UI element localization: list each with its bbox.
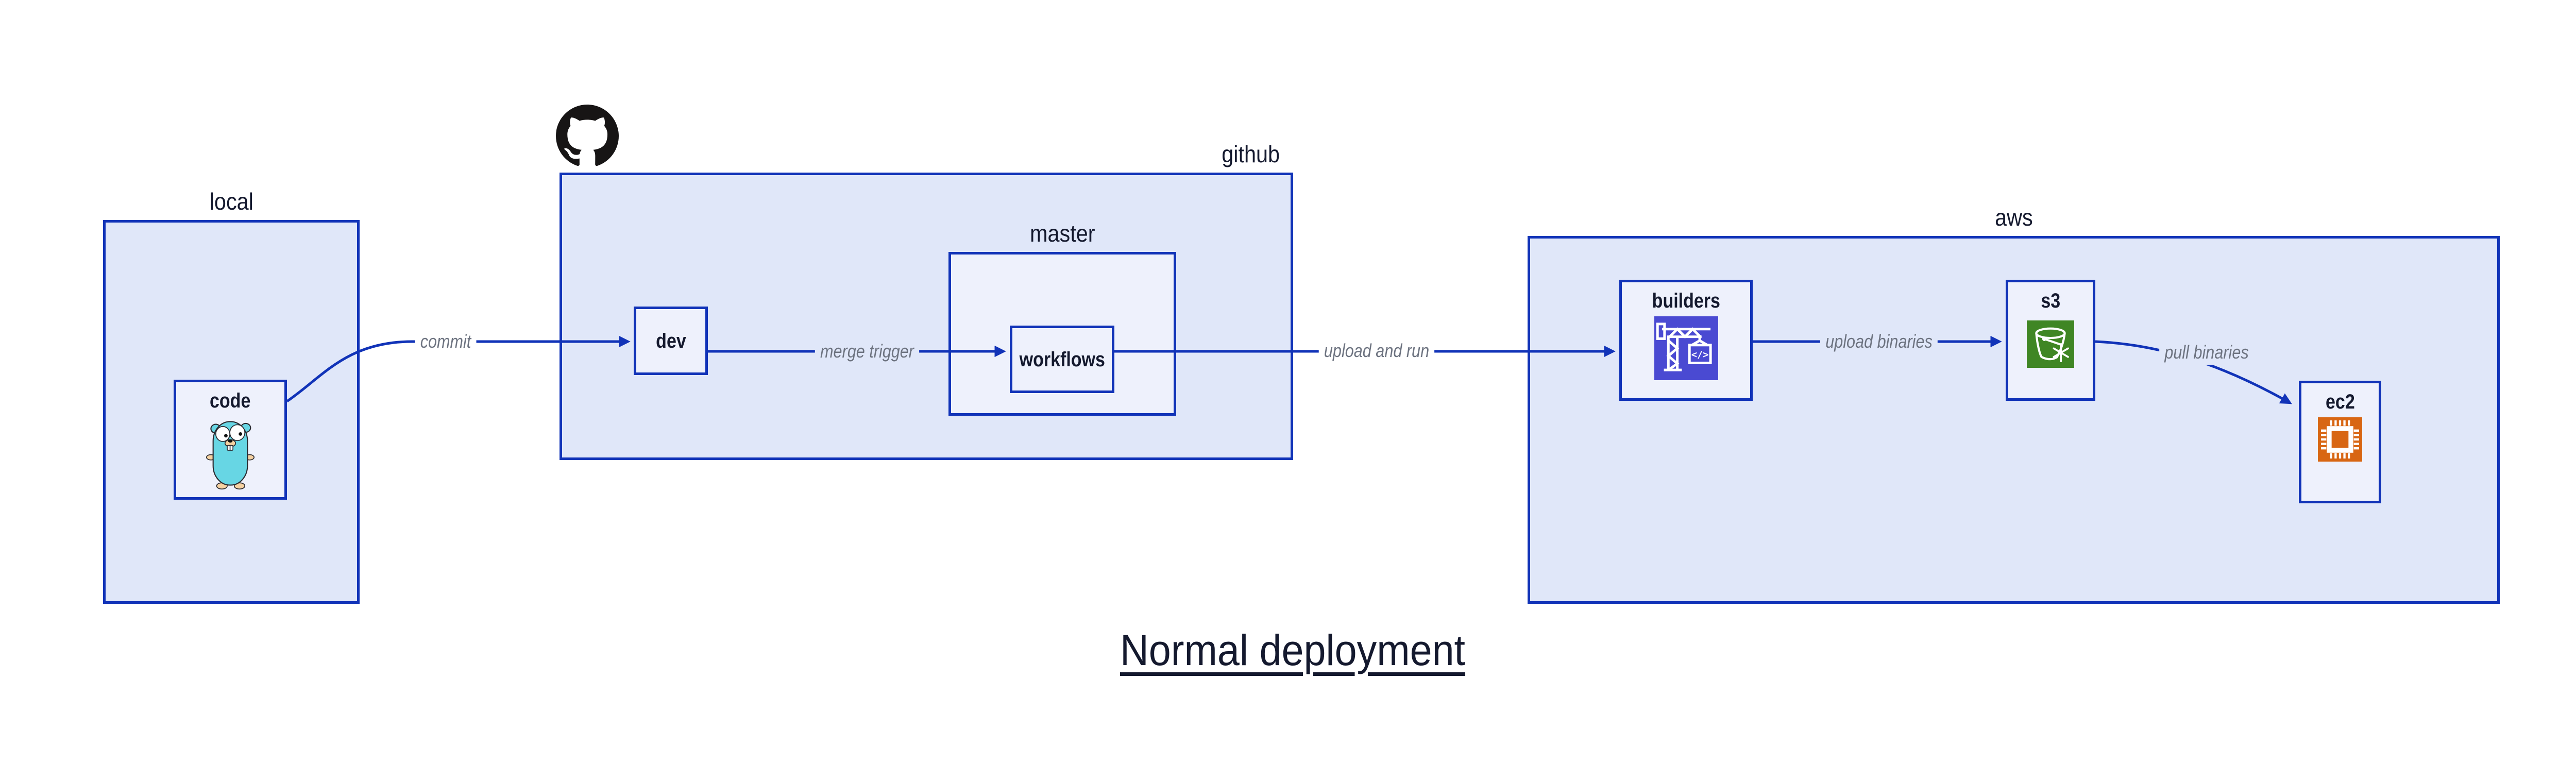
upload-binaries-label-text: upload binaries	[1820, 329, 1938, 354]
codebuild-crane-svg: </>	[1656, 322, 1712, 371]
ec2-chip-svg	[2321, 420, 2359, 459]
gopher-nose	[228, 439, 233, 443]
pull-binaries-label-text: pull binaries	[2159, 340, 2254, 365]
bucket-handle	[2044, 337, 2061, 346]
node-label-builders: builders	[1646, 288, 1726, 313]
edge-label-commit: commit	[410, 329, 482, 354]
node-builders: builders </>	[1619, 280, 1753, 401]
crane-code-glyph: </>	[1691, 350, 1708, 361]
ec2-chip-icon	[2318, 417, 2362, 462]
octocat-path	[556, 105, 619, 166]
node-label-ec2: ec2	[2323, 389, 2358, 414]
builders-label-text: builders	[1652, 290, 1720, 312]
node-ec2: ec2	[2299, 381, 2381, 503]
chip-core	[2331, 431, 2349, 448]
workflows-label-text: workflows	[1019, 348, 1105, 371]
node-dev: dev	[634, 307, 708, 375]
bucket-rim	[2035, 327, 2066, 339]
edge-label-merge-trigger: merge trigger	[806, 339, 928, 364]
upload-and-run-label-text: upload and run	[1318, 338, 1435, 363]
github-octocat-icon	[556, 105, 619, 167]
node-code: code	[174, 380, 287, 500]
codebuild-crane-icon: </>	[1654, 316, 1718, 380]
gopher-pupil-left	[224, 434, 228, 438]
chip-pins-right	[2353, 429, 2359, 450]
node-label-workflows: workflows	[1012, 347, 1113, 372]
crane-code-box	[1688, 344, 1712, 364]
container-label-local: local	[103, 187, 360, 216]
gopher-pupil-right	[239, 432, 243, 436]
node-label-code: code	[206, 388, 254, 413]
container-label-aws: aws	[1528, 203, 2500, 232]
diagram-title-text: Normal deployment	[1120, 626, 1466, 674]
ec2-label-text: ec2	[2325, 390, 2355, 413]
gopher-eye-left	[215, 426, 230, 442]
dev-label-text: dev	[655, 329, 686, 352]
github-octocat-svg	[556, 105, 619, 166]
master-label-text: master	[1029, 220, 1095, 247]
node-label-dev: dev	[653, 329, 689, 353]
s3-glacier-bucket-icon	[2027, 320, 2074, 368]
diagram-title: Normal deployment	[1105, 626, 1480, 674]
code-label-text: code	[210, 389, 251, 412]
node-workflows: workflows	[1010, 326, 1114, 393]
crane-counterweight	[1656, 322, 1666, 340]
container-label-master: master	[948, 219, 1176, 248]
edge-label-upload-binaries: upload binaries	[1810, 329, 1948, 354]
snowflake-axis-3	[2053, 347, 2069, 358]
crane-jib-lattice	[1668, 327, 1701, 339]
aws-label-text: aws	[1994, 204, 2033, 231]
node-label-s3: s3	[2039, 288, 2062, 313]
s3-bucket-svg	[2035, 327, 2069, 362]
chip-pins-top	[2330, 420, 2350, 426]
github-label-text: github	[1221, 141, 1280, 167]
local-label-text: local	[209, 188, 253, 215]
node-s3: s3	[2006, 280, 2095, 401]
merge-trigger-label-text: merge trigger	[815, 339, 920, 364]
edge-label-pull-binaries: pull binaries	[2151, 340, 2262, 365]
chip-pins-left	[2321, 429, 2327, 450]
edge-label-upload-and-run: upload and run	[1309, 338, 1445, 363]
gopher-eye-right	[229, 424, 246, 442]
bucket-handle-pin	[2042, 336, 2047, 342]
commit-label-text: commit	[415, 329, 477, 354]
crane-mast-lattice	[1666, 339, 1680, 371]
chip-pins-bottom	[2330, 453, 2350, 459]
s3-label-text: s3	[2041, 290, 2060, 312]
go-gopher-icon	[206, 421, 255, 490]
container-label-github: github	[560, 140, 1283, 168]
